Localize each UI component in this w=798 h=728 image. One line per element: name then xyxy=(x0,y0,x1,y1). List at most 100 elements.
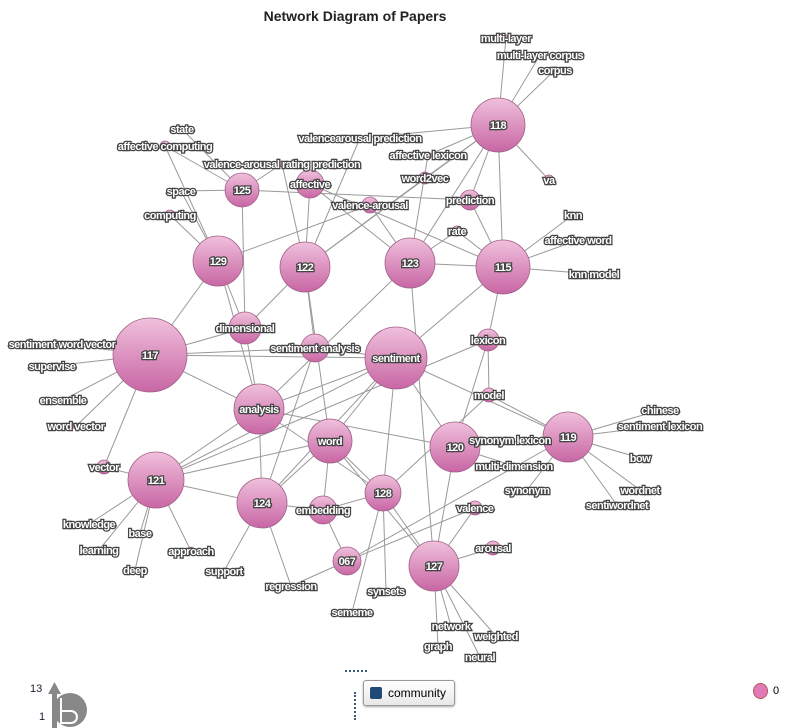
node-circle[interactable] xyxy=(177,187,185,195)
node-circle[interactable] xyxy=(59,396,67,404)
node[interactable]: knowledge xyxy=(62,518,118,533)
node[interactable]: graph xyxy=(423,640,455,655)
node-circle[interactable] xyxy=(295,169,325,199)
node[interactable]: neural xyxy=(464,651,498,666)
node[interactable]: affective word xyxy=(543,234,613,249)
node[interactable]: word xyxy=(307,418,353,464)
node[interactable]: valence xyxy=(455,500,496,516)
node-circle[interactable] xyxy=(178,125,186,133)
node[interactable]: wordnet xyxy=(618,484,662,499)
node[interactable]: model xyxy=(473,387,506,403)
node-circle[interactable] xyxy=(228,311,262,345)
node[interactable]: knn xyxy=(563,209,585,224)
node-circle[interactable] xyxy=(348,608,356,616)
node-circle[interactable] xyxy=(364,474,402,512)
node-circle[interactable] xyxy=(636,454,644,462)
node[interactable]: rate xyxy=(447,225,469,240)
node[interactable]: ensemble xyxy=(38,394,88,409)
node-circle[interactable] xyxy=(543,174,555,186)
node-circle[interactable] xyxy=(164,209,176,221)
node[interactable]: bow xyxy=(628,452,653,467)
node[interactable]: 121 xyxy=(127,451,185,509)
node-circle[interactable] xyxy=(364,326,428,390)
node-circle[interactable] xyxy=(236,477,288,529)
node[interactable]: space xyxy=(165,185,197,200)
node-circle[interactable] xyxy=(502,34,510,42)
node-circle[interactable] xyxy=(186,546,196,556)
node-circle[interactable] xyxy=(475,239,531,295)
node[interactable]: valence-arousal xyxy=(331,196,410,214)
node-circle[interactable] xyxy=(569,211,577,219)
node[interactable]: word2vec xyxy=(399,171,451,186)
node-circle[interactable] xyxy=(424,151,432,159)
node-circle[interactable] xyxy=(429,421,481,473)
node[interactable]: 122 xyxy=(279,241,331,293)
node-circle[interactable] xyxy=(382,587,390,595)
node[interactable]: 119 xyxy=(542,411,594,463)
node[interactable]: 127 xyxy=(408,540,460,592)
node[interactable]: multi-dimension xyxy=(474,460,555,475)
node[interactable]: deep xyxy=(122,564,150,579)
node-circle[interactable] xyxy=(506,436,514,444)
node-circle[interactable] xyxy=(656,422,664,430)
node[interactable]: prediction xyxy=(445,189,497,211)
node[interactable]: word vector xyxy=(45,420,107,435)
network-graph[interactable]: 118115123122129125117121124analysisdimen… xyxy=(0,0,798,670)
node[interactable]: 129 xyxy=(192,235,244,287)
node[interactable]: 120 xyxy=(429,421,481,473)
node[interactable]: affective xyxy=(289,169,332,199)
node-circle[interactable] xyxy=(590,270,598,278)
node[interactable]: lexicon xyxy=(469,328,508,352)
node-circle[interactable] xyxy=(434,642,442,650)
node[interactable]: sentiment analysis xyxy=(269,333,362,363)
node[interactable]: 117 xyxy=(112,317,188,393)
node-circle[interactable] xyxy=(574,236,582,244)
node[interactable]: vector xyxy=(88,459,122,475)
node[interactable]: network xyxy=(430,620,473,635)
node-circle[interactable] xyxy=(613,501,621,509)
node[interactable]: 118 xyxy=(470,97,526,153)
node[interactable]: approach xyxy=(167,545,216,560)
node-circle[interactable] xyxy=(636,486,644,494)
node[interactable]: affective computing xyxy=(116,140,214,155)
node-circle[interactable] xyxy=(278,160,286,168)
node[interactable]: sememe xyxy=(330,606,375,621)
node-circle[interactable] xyxy=(279,241,331,293)
node[interactable]: affective lexicon xyxy=(388,149,469,164)
node-circle[interactable] xyxy=(476,328,500,352)
node[interactable]: 124 xyxy=(236,477,288,529)
node[interactable]: valencearousal prediction xyxy=(297,132,424,147)
node-circle[interactable] xyxy=(408,540,460,592)
node-circle[interactable] xyxy=(112,317,188,393)
node[interactable]: multi-layer corpus xyxy=(496,49,586,64)
node-circle[interactable] xyxy=(131,566,139,574)
node[interactable]: sentiment word vector xyxy=(7,338,118,353)
community-button[interactable]: community xyxy=(363,680,456,706)
node-circle[interactable] xyxy=(551,66,559,74)
node-circle[interactable] xyxy=(85,520,93,528)
node-circle[interactable] xyxy=(470,97,526,153)
node-circle[interactable] xyxy=(384,237,436,289)
node-circle[interactable] xyxy=(72,422,80,430)
node-circle[interactable] xyxy=(95,546,103,554)
node-circle[interactable] xyxy=(510,462,518,470)
node-circle[interactable] xyxy=(476,653,484,661)
node[interactable]: 115 xyxy=(475,239,531,295)
node-circle[interactable] xyxy=(523,486,531,494)
node[interactable]: sentiment lexicon xyxy=(616,420,704,435)
node-circle[interactable] xyxy=(361,196,379,214)
node[interactable]: synonym lexicon xyxy=(468,434,554,449)
node[interactable]: knn model xyxy=(567,268,621,283)
node-circle[interactable] xyxy=(467,500,483,516)
node-circle[interactable] xyxy=(300,333,330,363)
node-circle[interactable] xyxy=(48,362,56,370)
node-circle[interactable] xyxy=(332,546,362,576)
node-circle[interactable] xyxy=(96,459,112,475)
node[interactable]: valence-arousal rating prediction xyxy=(202,158,362,173)
node[interactable]: synonym xyxy=(503,484,552,499)
node[interactable]: sentiwordnet xyxy=(584,499,650,514)
node[interactable]: arousal xyxy=(474,540,513,556)
node[interactable]: synsets xyxy=(366,585,407,600)
node[interactable]: 123 xyxy=(384,237,436,289)
node[interactable]: dimensional xyxy=(214,311,277,345)
